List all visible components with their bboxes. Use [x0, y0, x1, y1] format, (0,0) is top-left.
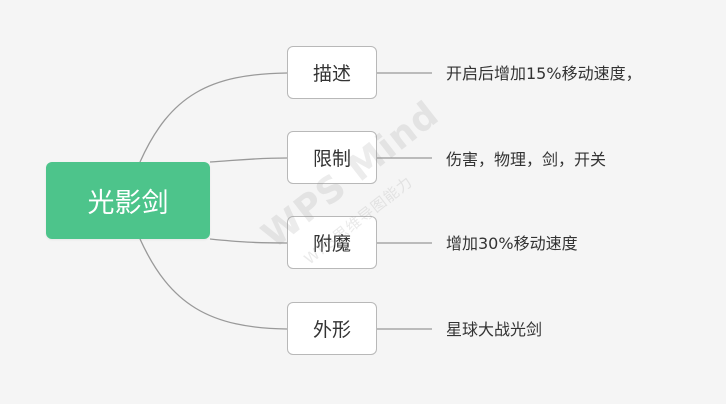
branch-node-restriction[interactable]: 限制: [287, 131, 377, 184]
connector-root-to-branch-2: [209, 238, 288, 244]
branch-node-label: 附魔: [312, 233, 351, 255]
branch-node-enchantment[interactable]: 附魔: [287, 216, 377, 269]
root-node-label: 光影剑: [87, 188, 169, 219]
branch-node-label: 描述: [312, 63, 351, 85]
leaf-node-restriction[interactable]: 伤害，物理，剑，开关: [446, 150, 607, 169]
connector-root-to-branch-3: [139, 238, 288, 330]
branch-node-appearance[interactable]: 外形: [287, 302, 377, 355]
connector-root-to-branch-1: [209, 157, 288, 163]
branch-node-label: 外形: [312, 319, 351, 341]
leaf-node-description[interactable]: 开启后增加15%移动速度，: [446, 64, 642, 83]
root-node[interactable]: 光影剑: [46, 162, 210, 239]
connector-root-to-branch-0: [139, 72, 288, 163]
leaf-node-enchantment[interactable]: 增加30%移动速度: [446, 234, 578, 253]
branch-node-description[interactable]: 描述: [287, 46, 377, 99]
leaf-node-appearance[interactable]: 星球大战光剑: [446, 320, 543, 339]
branch-node-label: 限制: [312, 148, 351, 170]
